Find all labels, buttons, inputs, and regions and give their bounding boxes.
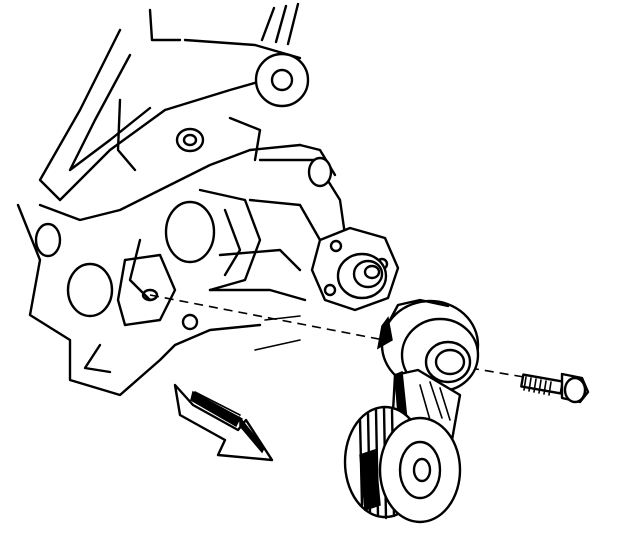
pump-mount-icon bbox=[208, 143, 400, 312]
alignment-line-icon bbox=[149, 294, 531, 379]
grooved-pulley-icon bbox=[343, 405, 462, 524]
arrow-icon bbox=[173, 383, 274, 462]
bolt-icon bbox=[520, 372, 590, 404]
engine-bracket-icon bbox=[16, 2, 310, 397]
bracket-bolt-icon bbox=[175, 127, 205, 153]
